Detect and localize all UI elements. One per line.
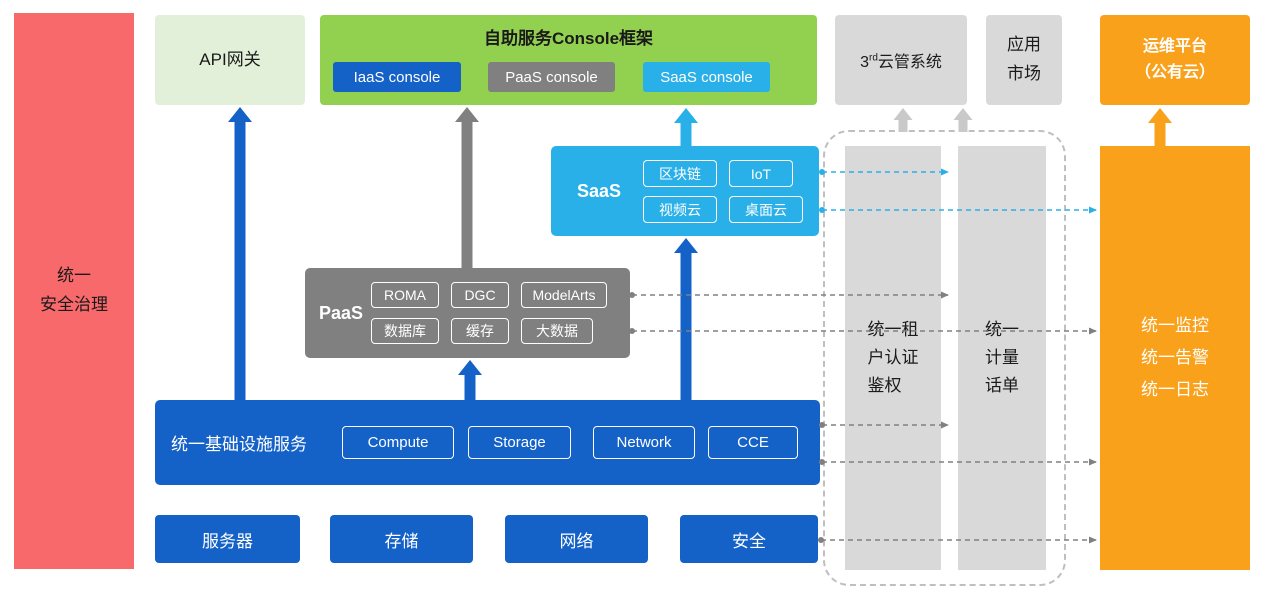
- saas-layer-box: SaaS 区块链 IoT 视频云 桌面云: [551, 146, 819, 236]
- monitoring-bar: 统一监控 统一告警 统一日志: [1100, 146, 1250, 570]
- console-frame-title: 自助服务Console框架: [483, 29, 654, 48]
- security-governance-bar: 统一 安全治理: [14, 13, 134, 569]
- tenant-auth-label: 统一租 户认证 鉴权: [867, 319, 919, 396]
- console-frame-box: 自助服务Console框架 IaaS console PaaS console …: [320, 15, 817, 105]
- infra-to-saas-arrow: [674, 238, 698, 400]
- app-market-label: 应用 市场: [1007, 35, 1041, 83]
- metering-to-third-party-arrow: [953, 108, 973, 132]
- paas-item-roma: ROMA: [371, 282, 439, 308]
- hardware-box-server: 服务器: [155, 515, 300, 563]
- saas-layer-label: SaaS: [576, 180, 622, 201]
- hardware-box-security: 安全: [680, 515, 818, 563]
- paas-layer-box: PaaS ROMA DGC ModelArts 数据库 缓存 大数据: [305, 268, 630, 358]
- paas-item-modelarts: ModelArts: [521, 282, 607, 308]
- tenant-services-frame: [823, 130, 1066, 586]
- hardware-box-storage: 存储: [330, 515, 473, 563]
- security-governance-label: 统一 安全治理: [40, 266, 108, 314]
- iaas-console-box: IaaS console: [333, 62, 461, 92]
- auth-to-third-party-arrow: [893, 108, 913, 132]
- paas-to-console-arrow: [455, 107, 479, 268]
- infra-item-compute: Compute: [342, 426, 454, 459]
- paas-item-dgc: DGC: [451, 282, 509, 308]
- tenant-auth-bar: 统一租 户认证 鉴权: [845, 146, 941, 570]
- saas-item-desktop-cloud: 桌面云: [729, 196, 803, 223]
- api-gateway-label: API网关: [199, 49, 261, 69]
- paas-item-bigdata: 大数据: [521, 318, 593, 344]
- saas-to-console-arrow: [674, 108, 698, 146]
- api-gateway-box: API网关: [155, 15, 305, 105]
- paas-item-cache: 缓存: [451, 318, 509, 344]
- metering-bar: 统一 计量 话单: [958, 146, 1046, 570]
- infrastructure-bar: 统一基础设施服务 Compute Storage Network CCE: [155, 400, 820, 485]
- infra-to-api-gateway-arrow: [228, 107, 252, 400]
- infra-item-cce: CCE: [708, 426, 798, 459]
- paas-item-database: 数据库: [371, 318, 439, 344]
- paas-layer-label: PaaS: [318, 302, 364, 323]
- saas-console-box: SaaS console: [643, 62, 770, 92]
- monitoring-to-ops-arrow: [1148, 108, 1172, 146]
- saas-item-video-cloud: 视频云: [643, 196, 717, 223]
- paas-console-box: PaaS console: [488, 62, 615, 92]
- ops-platform-label: 运维平台 （公有云）: [1134, 38, 1215, 81]
- saas-item-iot: IoT: [729, 160, 793, 187]
- third-party-cloud-box: 3rd云管系统: [835, 15, 967, 105]
- third-party-cloud-label: 3rd云管系统: [860, 52, 942, 71]
- infra-item-network: Network: [593, 426, 695, 459]
- app-market-box: 应用 市场: [986, 15, 1062, 105]
- hardware-box-network: 网络: [505, 515, 648, 563]
- infra-to-paas-arrow: [458, 360, 482, 400]
- metering-label: 统一 计量 话单: [985, 319, 1019, 396]
- ops-platform-box: 运维平台 （公有云）: [1100, 15, 1250, 105]
- infra-item-storage: Storage: [468, 426, 571, 459]
- infrastructure-label: 统一基础设施服务: [171, 435, 307, 454]
- monitoring-label: 统一监控 统一告警 统一日志: [1141, 315, 1209, 400]
- saas-item-blockchain: 区块链: [643, 160, 717, 187]
